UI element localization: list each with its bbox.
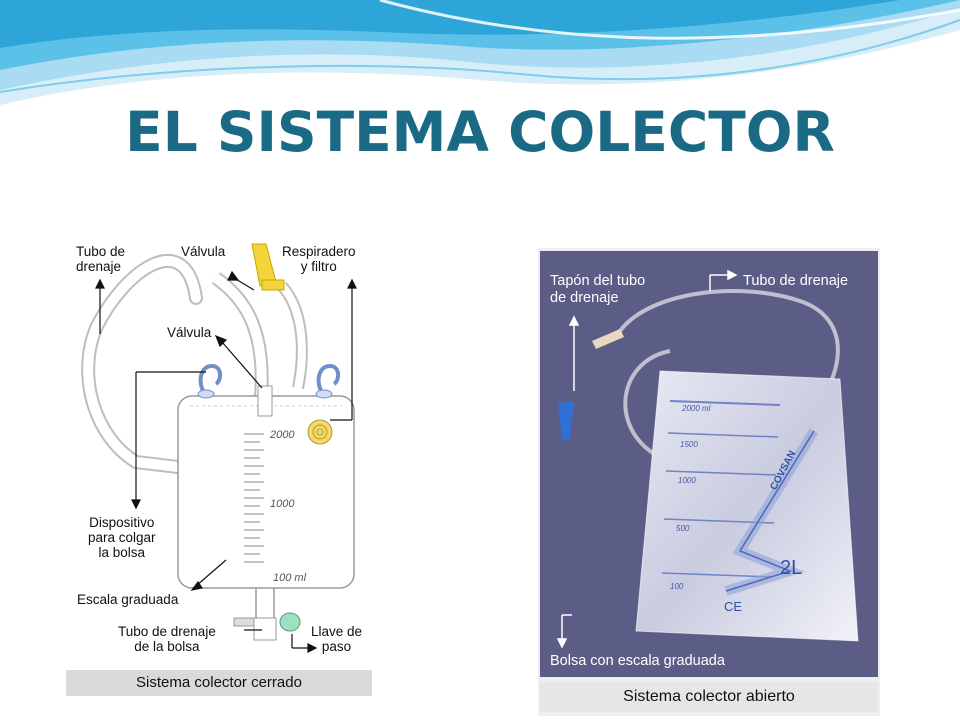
label-tubo-abierto: Tubo de drenaje: [743, 273, 849, 289]
photo-arrows: [556, 269, 738, 649]
header-waves: [0, 0, 960, 105]
volume-text: 2L: [780, 557, 803, 579]
label-valvula-top: Válvula: [181, 244, 226, 259]
label-valvula-mid: Válvula: [167, 325, 212, 340]
bag-mark-100: 100: [670, 582, 684, 591]
label-bolsa: Bolsa con escala graduada: [550, 653, 725, 669]
open-bag: [635, 370, 859, 642]
bag-mark-2000: 2000 ml: [682, 404, 711, 413]
bag-mark-500: 500: [676, 524, 690, 533]
hook-icon: [198, 363, 341, 396]
left-caption: Sistema colector cerrado: [66, 670, 372, 696]
closed-system-diagram: [66, 238, 372, 696]
bag-mark-1500: 1500: [680, 440, 698, 449]
scale-100ml: 100 ml: [273, 572, 307, 584]
slide-title: EL SISTEMA COLECTOR: [125, 100, 835, 164]
ce-mark: CE: [724, 599, 743, 614]
filter-coil-icon: [307, 419, 333, 445]
scale-1000: 1000: [270, 498, 295, 510]
label-escala: Escala graduada: [77, 592, 179, 607]
bag-mark-1000: 1000: [678, 476, 696, 485]
scale-2000: 2000: [270, 429, 295, 441]
open-system-drawing: [558, 289, 859, 642]
right-caption: Sistema colector abierto: [540, 682, 878, 712]
closed-system-drawing: [81, 243, 357, 653]
yellow-connector: [251, 243, 285, 291]
open-system-photo: 2000 ml 1500 1000 500 100 COVSAN 2L CE T…: [540, 251, 878, 677]
stopcock-icon: [233, 612, 301, 632]
